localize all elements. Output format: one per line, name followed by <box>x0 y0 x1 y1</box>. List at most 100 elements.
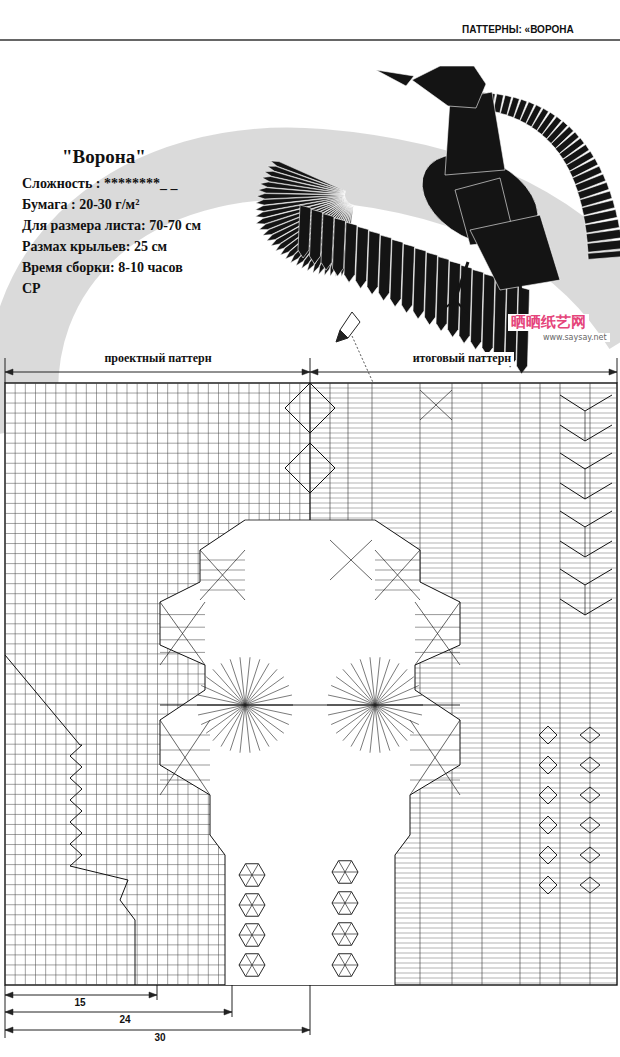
crease-line <box>345 903 358 904</box>
shape-path <box>436 257 449 332</box>
shape-path <box>332 892 358 915</box>
spec-line: Сложность : ********_ _ <box>22 176 178 192</box>
crease-line <box>160 720 210 795</box>
crease-line <box>239 935 252 936</box>
crease-line <box>252 965 265 966</box>
crease-line <box>339 923 346 934</box>
crease-line <box>410 720 460 795</box>
crease-line <box>375 669 407 705</box>
crease-line <box>415 627 460 628</box>
crease-line <box>375 705 399 747</box>
shape-path <box>560 395 612 411</box>
crease-line <box>160 639 205 640</box>
shape-path <box>376 70 414 86</box>
crease-line <box>252 905 265 906</box>
shape-path <box>367 231 380 295</box>
crease-line <box>310 393 617 394</box>
crease-line <box>345 965 358 966</box>
crease-line <box>5 413 310 414</box>
crease-line <box>252 965 259 976</box>
crease-line <box>160 750 210 751</box>
crease-line <box>331 685 375 705</box>
crease-line <box>310 478 617 479</box>
spec-line: Бумага : 20-30 г/м² <box>22 197 139 213</box>
shape-path <box>560 511 612 527</box>
crease-line <box>339 861 346 872</box>
crease-line <box>310 448 617 449</box>
crease-line <box>415 639 460 640</box>
shape-path <box>390 239 403 306</box>
crease-line <box>160 780 210 781</box>
crease-line <box>200 580 245 581</box>
shape-path <box>402 244 415 313</box>
crease-line <box>310 458 617 459</box>
crease-line <box>336 705 375 733</box>
crease-line <box>310 403 617 404</box>
crease-line <box>5 1030 310 1031</box>
shape-path <box>539 786 557 804</box>
crease-line <box>345 903 352 914</box>
crease-line <box>310 498 617 499</box>
crease-line <box>246 935 253 946</box>
crease-line <box>345 934 352 945</box>
crease-line <box>245 520 375 521</box>
crease-line <box>410 780 460 781</box>
crease-line <box>197 705 245 706</box>
crease-line <box>5 358 6 383</box>
shape-path <box>332 861 358 884</box>
crease-line <box>336 677 375 705</box>
shape-path <box>160 520 245 985</box>
crease-line <box>585 585 586 615</box>
shape-path <box>302 369 310 375</box>
crease-line <box>157 985 158 1000</box>
shape-path <box>149 992 157 998</box>
crease-line <box>5 513 310 514</box>
crease-line <box>245 705 292 715</box>
shape-path <box>539 726 557 744</box>
crease-line <box>327 705 375 706</box>
crease-line <box>420 383 421 985</box>
crease-line <box>339 965 346 976</box>
crease-line <box>415 602 460 665</box>
shape-path <box>375 520 460 985</box>
shape-path <box>539 846 557 864</box>
crease-line <box>375 705 390 751</box>
title: "Ворона" <box>62 146 146 168</box>
shape-path <box>471 270 484 350</box>
crease-line <box>310 443 617 444</box>
crease-line <box>375 705 407 741</box>
crease-line <box>375 685 419 705</box>
crease-line <box>310 398 617 399</box>
crease-line <box>252 875 265 876</box>
crease-line <box>331 705 375 725</box>
crease-line <box>252 935 265 936</box>
shape-path <box>5 655 135 985</box>
crease-line <box>339 934 346 945</box>
crease-line <box>245 705 289 725</box>
crease-line <box>345 892 352 903</box>
shape-path <box>321 214 334 271</box>
crease-line <box>332 872 345 873</box>
crease-line <box>160 705 460 706</box>
crease-line <box>415 614 460 615</box>
crease-line <box>201 685 245 705</box>
crease-line <box>339 872 346 883</box>
crease-line <box>452 383 453 985</box>
shape-path <box>336 330 348 342</box>
shape-path <box>298 205 311 258</box>
crease-line <box>330 540 372 580</box>
crease-line <box>375 550 420 600</box>
crease-line <box>0 39 620 41</box>
crease-line <box>345 872 352 883</box>
crease-line <box>200 550 245 600</box>
crease-line <box>332 965 345 966</box>
shape-path <box>459 265 472 343</box>
crease-line <box>310 508 617 509</box>
crease-line <box>160 735 210 736</box>
shape-path <box>470 215 560 290</box>
crease-line <box>455 300 468 314</box>
shape-path <box>332 923 358 946</box>
crease-line <box>5 423 310 424</box>
crease-line <box>415 652 460 653</box>
crease-line <box>246 905 253 916</box>
